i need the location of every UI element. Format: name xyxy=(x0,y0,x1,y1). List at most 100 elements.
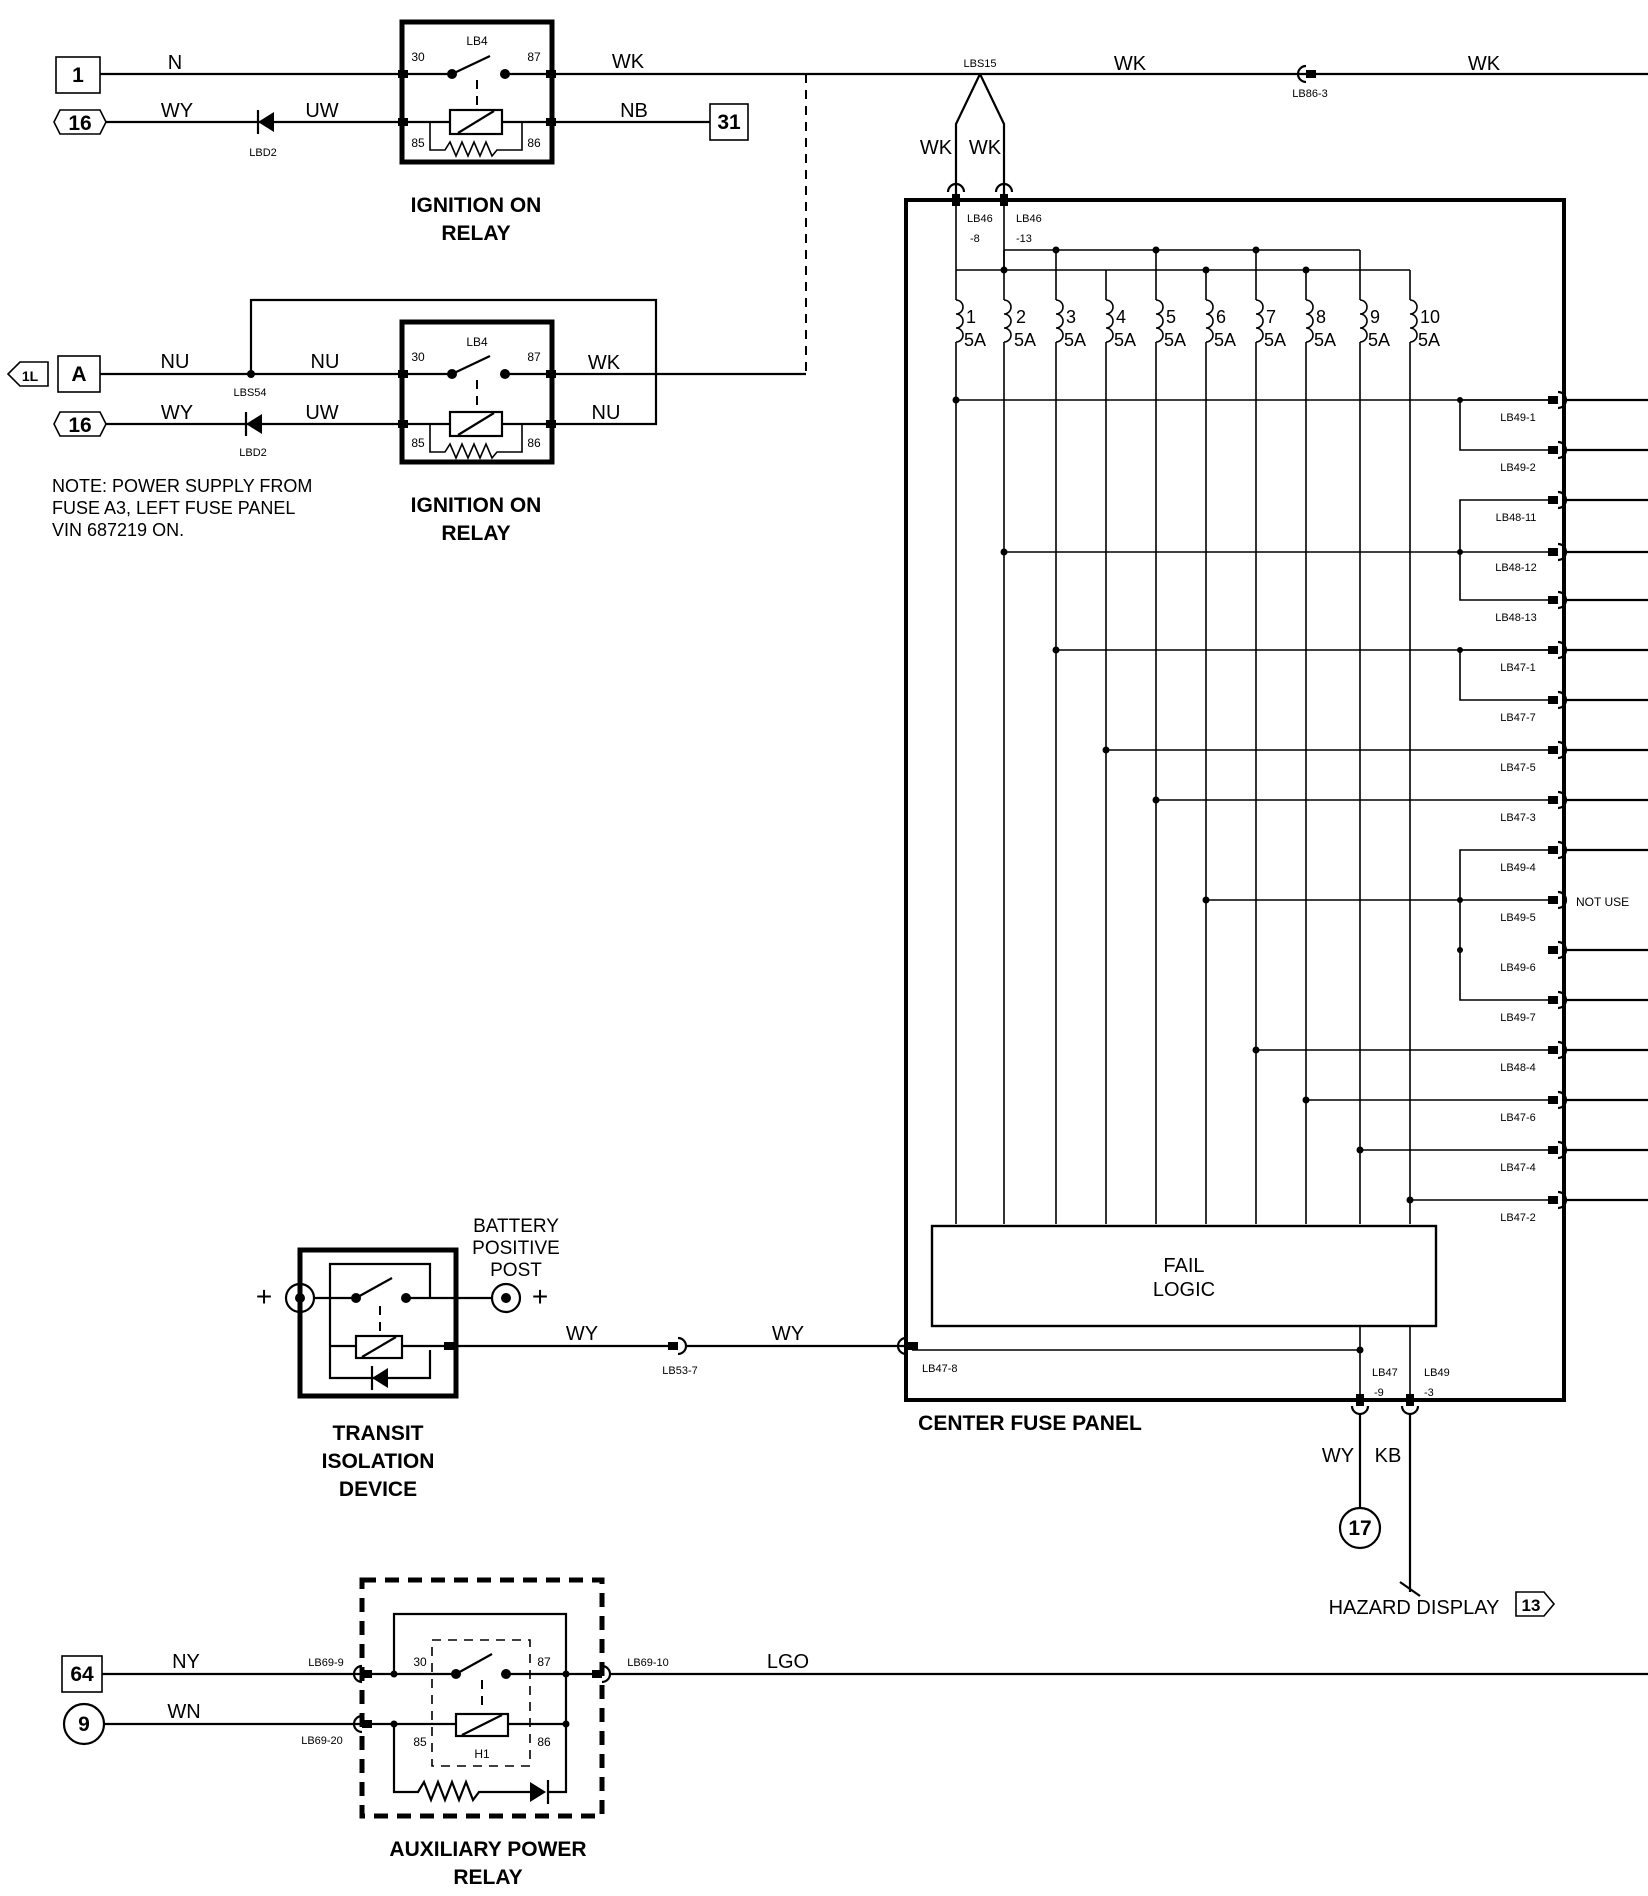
svg-text:10: 10 xyxy=(1420,307,1440,327)
svg-text:POSITIVE: POSITIVE xyxy=(472,1238,560,1259)
svg-text:5A: 5A xyxy=(1264,330,1286,350)
svg-text:LB49-5: LB49-5 xyxy=(1500,912,1535,924)
svg-text:-3: -3 xyxy=(1424,1387,1434,1399)
svg-text:5A: 5A xyxy=(1064,330,1086,350)
svg-text:5A: 5A xyxy=(1214,330,1236,350)
svg-text:WY: WY xyxy=(161,100,193,122)
svg-text:5A: 5A xyxy=(1114,330,1136,350)
fuse-8: 8 5A xyxy=(1305,299,1336,350)
svg-text:LB48-13: LB48-13 xyxy=(1495,612,1537,624)
transit-isolation-device: + BATTERY POSITIVE POST + WY LB53-7 WY xyxy=(256,1216,918,1501)
hazard-display-label: HAZARD DISPLAY xyxy=(1329,1597,1500,1619)
svg-text:WK: WK xyxy=(1468,53,1501,75)
svg-text:WK: WK xyxy=(920,137,953,159)
svg-text:7: 7 xyxy=(1266,307,1276,327)
output-labels: LB49-1 LB49-2 LB48-11 LB48-12 LB48-13 LB… xyxy=(1495,412,1537,1224)
svg-text:A: A xyxy=(71,363,86,386)
svg-text:NU: NU xyxy=(161,351,190,373)
svg-text:8: 8 xyxy=(1316,307,1326,327)
svg-text:3: 3 xyxy=(1066,307,1076,327)
svg-text:NY: NY xyxy=(172,1651,200,1673)
fuse-5: 5 5A xyxy=(1155,299,1186,350)
svg-text:LB49-7: LB49-7 xyxy=(1500,1012,1535,1024)
fuse-9: 9 5A xyxy=(1359,299,1390,350)
ignition-relay-2: 1L A NU NU LBS54 30 87 85 86 LB4 WK NU 1… xyxy=(6,298,658,545)
svg-text:FAIL: FAIL xyxy=(1163,1255,1204,1277)
top-feed: LBS15 WK WK LB86-3 WK WK xyxy=(920,53,1501,194)
svg-text:87: 87 xyxy=(527,50,541,64)
center-fuse-panel: LB46 -8 LB46 -13 1 5A 2 xyxy=(904,182,1648,1435)
fuse-6: 6 5A xyxy=(1205,299,1236,350)
aux-relay-box xyxy=(359,1577,605,1819)
svg-text:NU: NU xyxy=(592,402,621,424)
svg-text:LB46: LB46 xyxy=(967,213,993,225)
svg-text:86: 86 xyxy=(527,136,541,150)
diode-icon xyxy=(246,414,262,434)
fail-logic-box xyxy=(930,1224,1438,1328)
svg-text:ISOLATION: ISOLATION xyxy=(322,1450,435,1473)
auxiliary-power-relay: 64 NY LB69-9 9 WN LB69-20 30 87 85 86 xyxy=(61,1577,1648,1889)
diode-icon xyxy=(258,112,274,132)
note: NOTE: POWER SUPPLY FROM FUSE A3, LEFT FU… xyxy=(52,476,312,540)
ref-box-1-label: 1 xyxy=(72,64,84,87)
svg-text:LB47-7: LB47-7 xyxy=(1500,712,1535,724)
svg-text:4: 4 xyxy=(1116,307,1126,327)
svg-text:LB47-3: LB47-3 xyxy=(1500,812,1535,824)
not-used-label: NOT USE xyxy=(1576,895,1629,909)
svg-text:LB4: LB4 xyxy=(466,335,488,349)
svg-text:16: 16 xyxy=(68,112,91,135)
svg-text:LB46: LB46 xyxy=(1016,213,1042,225)
svg-text:86: 86 xyxy=(527,436,541,450)
svg-text:LB47-4: LB47-4 xyxy=(1500,1162,1535,1174)
svg-text:KB: KB xyxy=(1375,1445,1402,1467)
svg-text:+: + xyxy=(256,1281,272,1312)
svg-text:LB49-2: LB49-2 xyxy=(1500,462,1535,474)
svg-text:IGNITION ON: IGNITION ON xyxy=(411,494,542,517)
svg-text:LBS15: LBS15 xyxy=(963,58,996,70)
panel-outline xyxy=(904,198,1566,1402)
output-wires xyxy=(1566,398,1648,1202)
svg-text:WK: WK xyxy=(588,352,621,374)
svg-text:9: 9 xyxy=(78,1713,90,1736)
relay-2-box xyxy=(399,319,555,465)
svg-text:17: 17 xyxy=(1348,1517,1371,1540)
svg-text:86: 86 xyxy=(537,1735,551,1749)
svg-text:NB: NB xyxy=(620,100,648,122)
wire-label: N xyxy=(168,52,182,74)
ref-circle-16 xyxy=(53,109,107,135)
svg-text:-9: -9 xyxy=(1374,1387,1384,1399)
svg-text:64: 64 xyxy=(70,1663,94,1686)
svg-text:30: 30 xyxy=(413,1655,427,1669)
svg-text:LB49-4: LB49-4 xyxy=(1500,862,1535,874)
svg-text:WN: WN xyxy=(167,1701,200,1723)
svg-text:WY: WY xyxy=(1322,1445,1354,1467)
svg-text:85: 85 xyxy=(411,436,425,450)
diode-icon xyxy=(530,1782,546,1802)
svg-text:LB49-1: LB49-1 xyxy=(1500,412,1535,424)
fuse-row: 1 5A 2 5A 3 5A 4 5A 5 5A xyxy=(955,299,1440,350)
ref-circle-17 xyxy=(1338,1506,1382,1550)
svg-text:LGO: LGO xyxy=(767,1651,809,1673)
wire-label: WK xyxy=(612,51,645,73)
svg-text:5A: 5A xyxy=(1014,330,1036,350)
svg-text:TRANSIT: TRANSIT xyxy=(333,1422,424,1445)
svg-text:LB86-3: LB86-3 xyxy=(1292,88,1327,100)
svg-text:DEVICE: DEVICE xyxy=(339,1478,417,1501)
svg-text:LB53-7: LB53-7 xyxy=(662,1365,697,1377)
svg-text:5A: 5A xyxy=(1314,330,1336,350)
svg-text:6: 6 xyxy=(1216,307,1226,327)
panel-bottom-outputs: WY KB 17 HAZARD DISPLAY 13 xyxy=(1322,1414,1556,1619)
fuse-10: 10 5A xyxy=(1409,299,1440,350)
svg-text:RELAY: RELAY xyxy=(441,222,510,245)
svg-text:LB47-2: LB47-2 xyxy=(1500,1212,1535,1224)
svg-text:NOTE: POWER SUPPLY FROM: NOTE: POWER SUPPLY FROM xyxy=(52,476,312,496)
ref-arrow-13 xyxy=(1515,1591,1556,1617)
svg-text:VIN 687219 ON.: VIN 687219 ON. xyxy=(52,520,184,540)
svg-text:85: 85 xyxy=(411,136,425,150)
svg-text:NU: NU xyxy=(311,351,340,373)
svg-text:LB47-5: LB47-5 xyxy=(1500,762,1535,774)
svg-text:RELAY: RELAY xyxy=(453,1866,522,1889)
svg-text:5A: 5A xyxy=(1368,330,1390,350)
svg-text:9: 9 xyxy=(1370,307,1380,327)
